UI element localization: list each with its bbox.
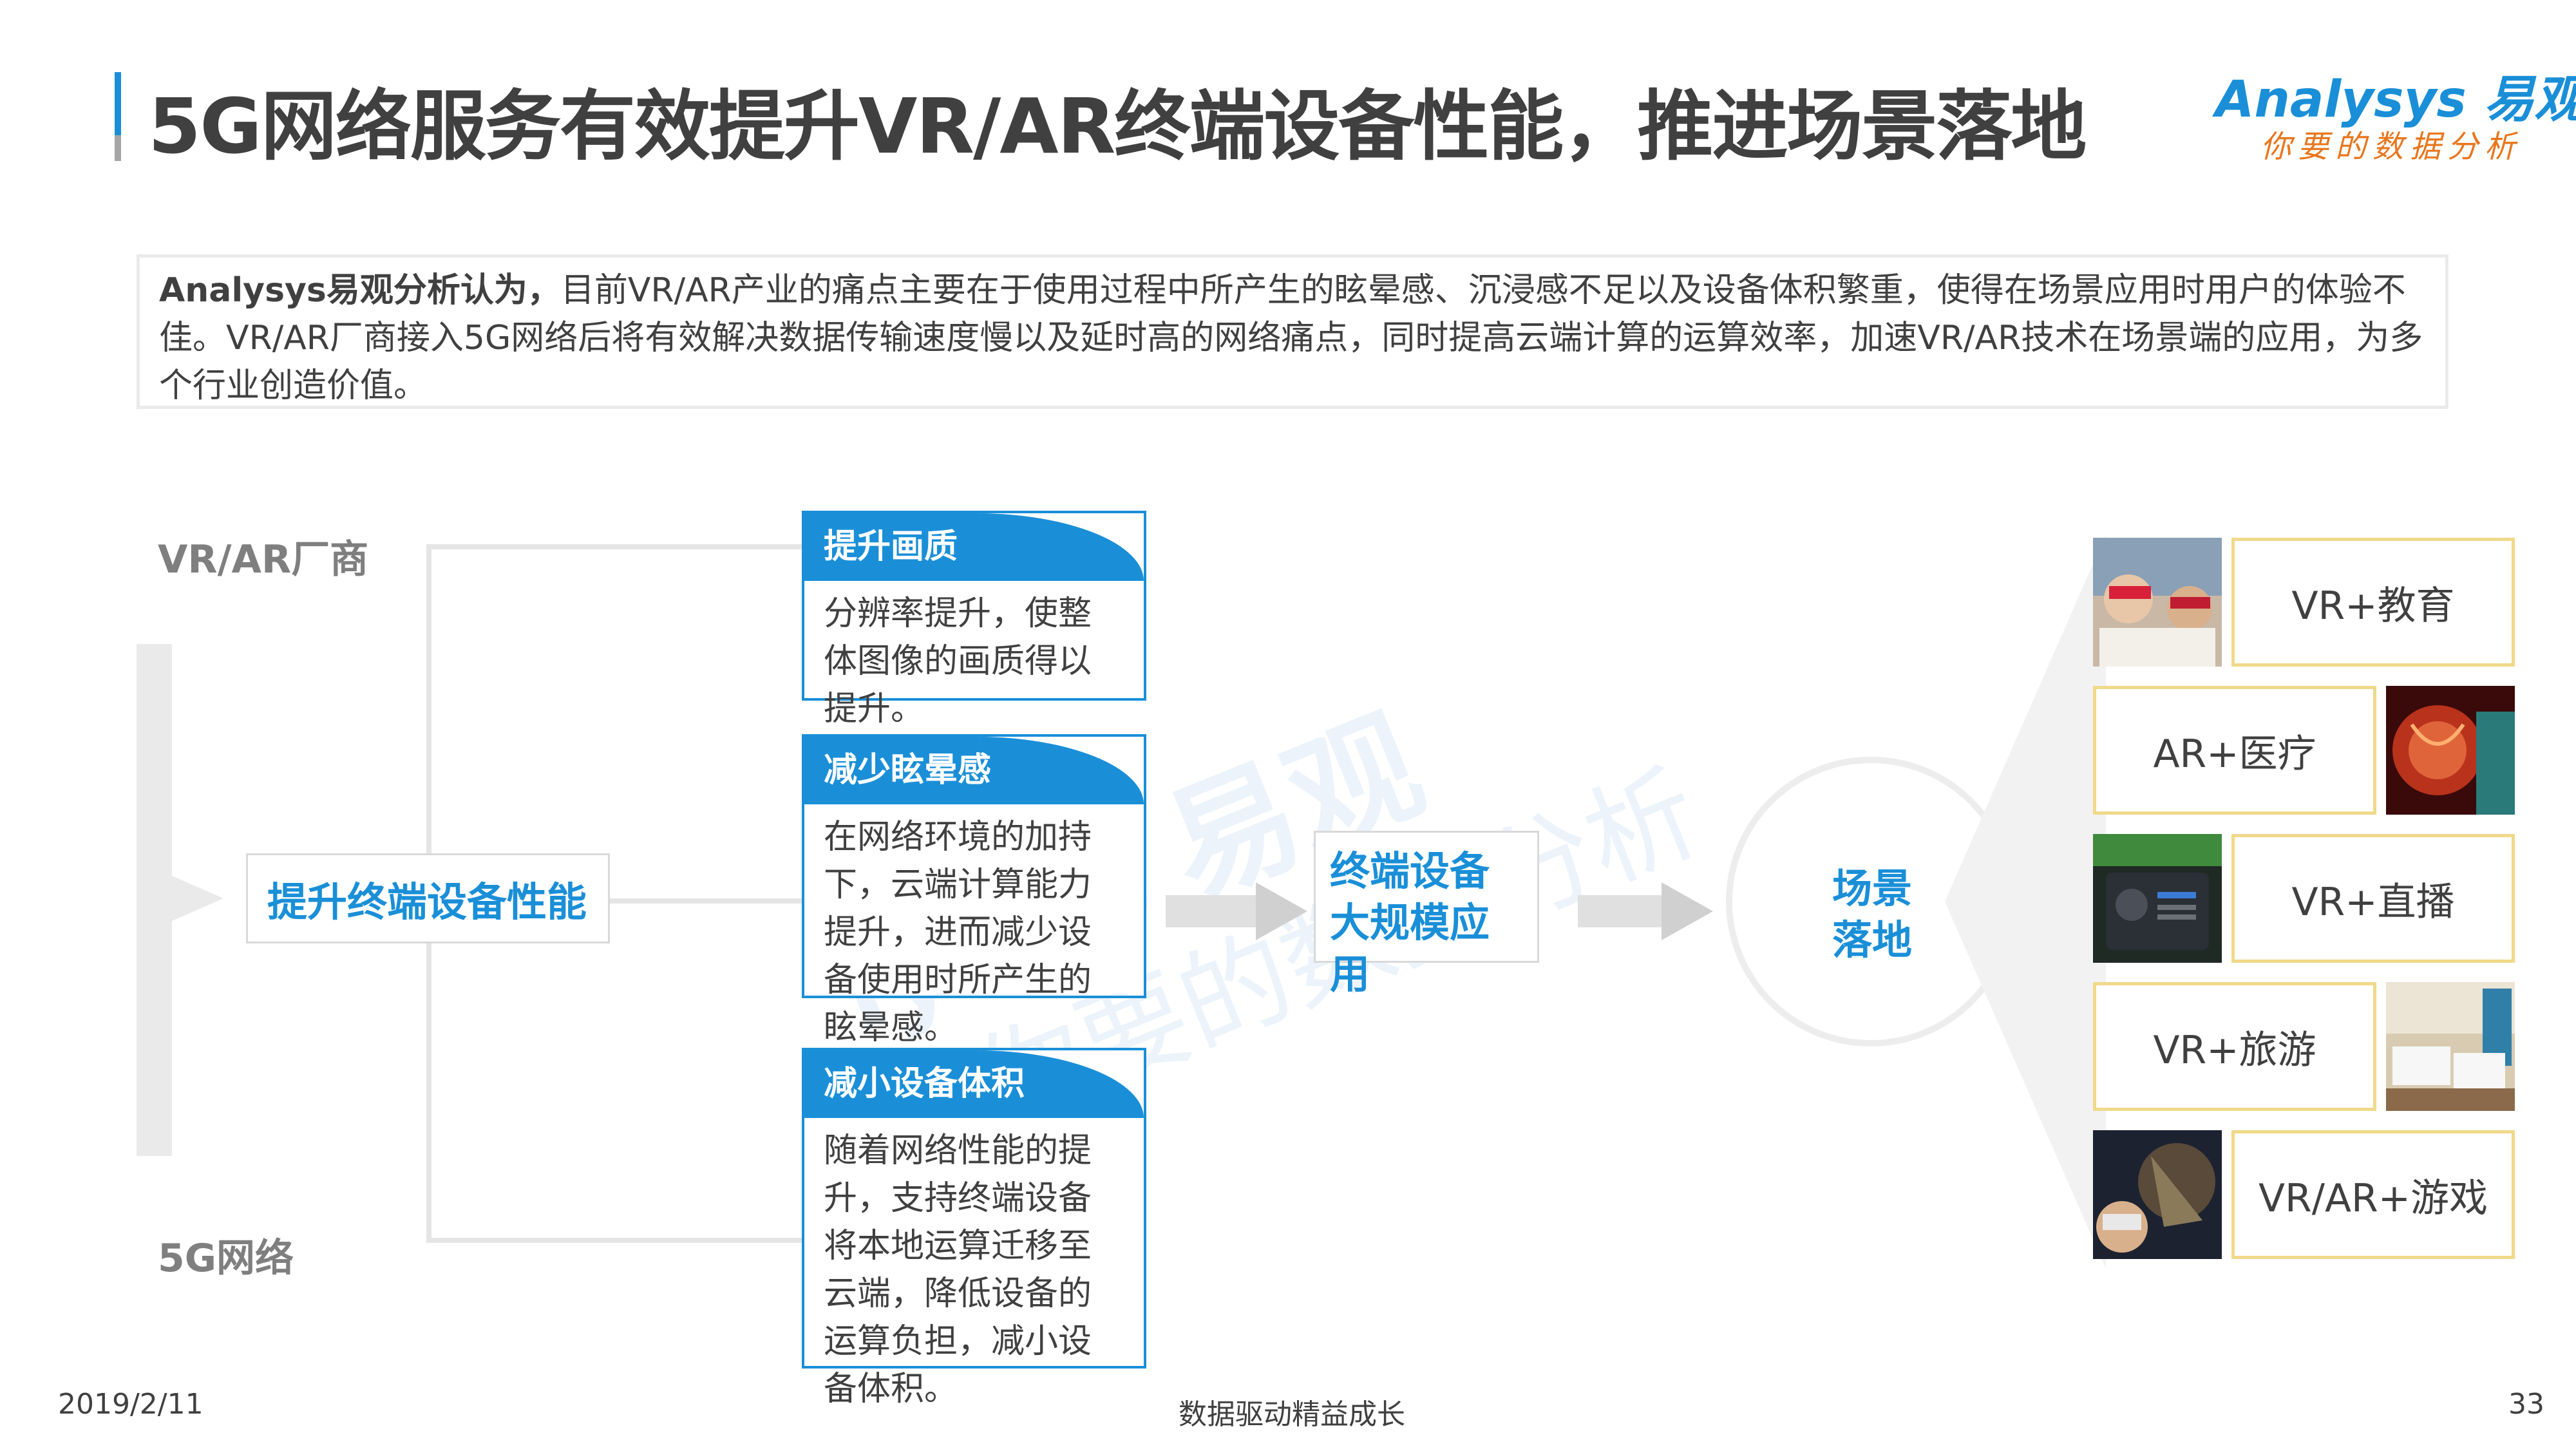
scenario-vr-live: VR+直播 [2231, 834, 2515, 963]
card-image-quality: 提升画质 分辨率提升，使整体图像的画质得以提升。 [802, 511, 1146, 701]
summary-lead: Analysys易观分析认为， [159, 271, 561, 310]
page-number: 33 [2508, 1388, 2544, 1421]
medical-photo [2386, 686, 2515, 815]
feature-box: 提升终端设备性能 [246, 853, 610, 943]
card-title: 减小设备体积 [804, 1050, 1144, 1118]
footer-date: 2019/2/11 [58, 1388, 204, 1421]
scenario-ar-medical: AR+医疗 [2093, 686, 2376, 815]
page-title: 5G网络服务有效提升VR/AR终端设备性能，推进场景落地 [148, 64, 2085, 175]
title-accent-bar-gray [115, 135, 121, 161]
card-body: 分辨率提升，使整体图像的画质得以提升。 [804, 581, 1144, 742]
right-arrow-icon [1256, 882, 1307, 940]
card-reduce-size: 减小设备体积 随着网络性能的提升，支持终端设备将本地运算迁移至云端，降低设备的运… [802, 1048, 1146, 1368]
title-accent-bar [115, 72, 121, 143]
connector-line-top [426, 544, 802, 549]
scene-landing-label: 场景落地 [1832, 863, 1922, 966]
left-arrow-icon [172, 876, 223, 921]
mass-application-box: 终端设备大规模应用 [1314, 831, 1539, 963]
logo-slogan: 你要的数据分析 [2260, 121, 2522, 166]
right-arrow-icon [1662, 882, 1713, 940]
scenario-vr-ar-game: VR/AR+游戏 [2231, 1130, 2515, 1259]
connector-line-bottom [426, 1238, 802, 1243]
card-title: 提升画质 [804, 513, 1144, 581]
left-gray-bar [137, 644, 172, 1156]
card-title: 减少眩晕感 [804, 737, 1144, 804]
fan-shape [1945, 535, 2112, 1269]
summary-box: Analysys易观分析认为，目前VR/AR产业的痛点主要在于使用过程中所产生的… [137, 254, 2448, 409]
scenario-vr-travel: VR+旅游 [2093, 982, 2376, 1111]
card-reduce-dizziness: 减少眩晕感 在网络环境的加持下，云端计算能力提升，进而减少设备使用时所产生的眩晕… [802, 734, 1146, 998]
label-5g-network: 5G网络 [158, 1227, 294, 1283]
card-body: 在网络环境的加持下，云端计算能力提升，进而减少设备使用时所产生的眩晕感。 [804, 804, 1144, 1061]
connector-line-mid [610, 898, 802, 904]
label-vr-ar-vendor: VR/AR厂商 [158, 528, 368, 584]
footer-slogan: 数据驱动精益成长 [1179, 1391, 1405, 1432]
arrow-shaft [1578, 895, 1662, 927]
arrow-shaft [1166, 895, 1256, 927]
travel-photo [2386, 982, 2515, 1111]
live-stream-photo [2093, 834, 2222, 963]
game-photo [2093, 1130, 2222, 1259]
card-body: 随着网络性能的提升，支持终端设备将本地运算迁移至云端，降低设备的运算负担，减小设… [804, 1118, 1144, 1422]
education-photo [2093, 538, 2222, 667]
scenario-vr-education: VR+教育 [2231, 538, 2515, 667]
